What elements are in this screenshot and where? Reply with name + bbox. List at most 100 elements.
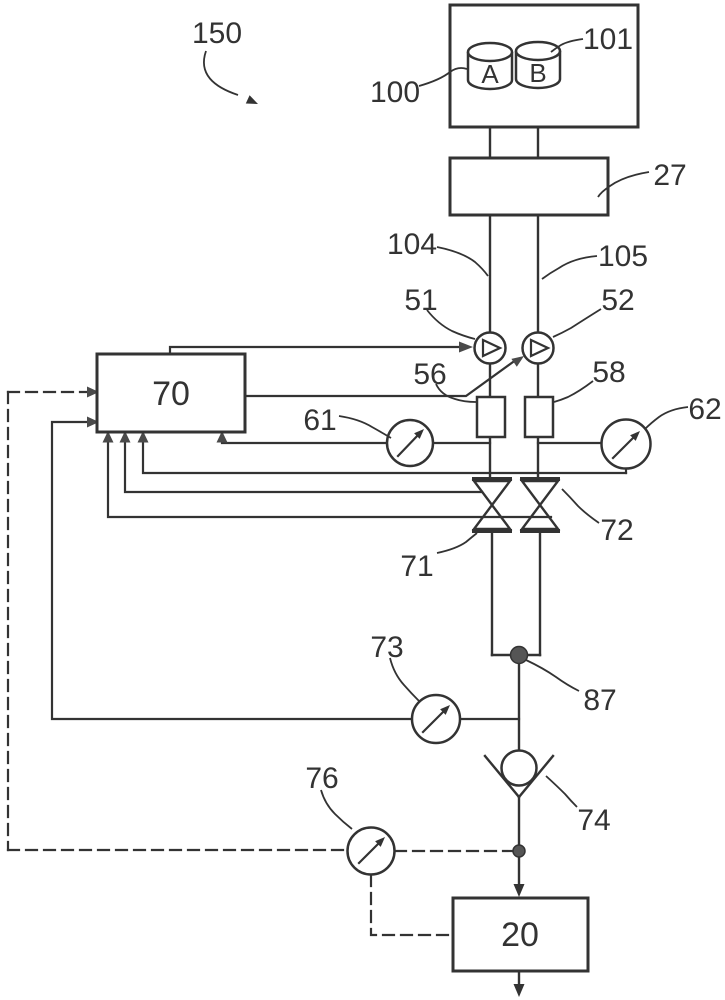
gauge-outlet [346,826,396,876]
label-76: 76 [305,762,338,795]
signal-gauge-mix [50,420,414,721]
leader-71 [436,532,478,554]
label-87: 87 [583,684,616,717]
cylinder-b-letter: B [529,58,546,88]
leader-58 [553,380,594,403]
signal-lines [6,341,628,937]
ctrl-arrow-left-dashed [87,386,99,398]
cylinder-a-body [466,52,514,91]
check-valve-seat-left [483,754,521,799]
leader-100 [418,67,468,87]
leader-lines [203,38,689,830]
reference-labels: 150 100 101 27 104 105 51 52 56 58 61 62… [192,17,722,837]
check-valve-seat-right [517,754,555,799]
flow-arrow-outlet-exit [513,984,525,997]
label-72: 72 [600,514,633,547]
ctrl-line-pump-a [168,345,461,356]
label-74: 74 [577,804,610,837]
leader-150 [203,50,239,96]
ctrl-arrow-left-solid [87,416,99,428]
gauge-a-needle-tip [414,429,424,439]
leader-61 [338,415,392,439]
unit-a-box [475,395,507,439]
gauge-a [385,418,435,468]
ctrl-arrow-in-3 [137,431,149,443]
pipes [488,88,542,997]
label-51: 51 [404,284,437,317]
valve-b-upper-triangle [519,479,561,507]
gauge-a-needle-icon [396,432,421,458]
leader-52 [552,308,602,338]
controller-box [95,352,247,434]
leader-56 [435,383,477,403]
outlet-label: 20 [501,916,539,954]
leader-72 [561,488,600,524]
gauge-b-needle-icon [611,434,637,460]
gauge-mix-needle-icon [421,708,447,734]
valve-a [471,477,513,533]
label-61: 61 [303,404,336,437]
ctrl-arrow-pump-b [511,356,524,367]
cylinder-b-body [514,51,562,90]
ctrl-arrow-pump-a [459,341,473,353]
leader-101 [550,38,584,53]
leader-74 [545,775,578,808]
leader-76 [320,789,353,830]
cylinder-a-top [466,41,514,63]
dashed-gauge-to-outlet-box [369,873,454,937]
conditioning-box [448,156,610,217]
gauge-mix-needle-tip [440,705,450,715]
valve-b [519,477,561,533]
label-56: 56 [413,358,446,391]
label-73: 73 [370,631,403,664]
signal-gauge-b [141,429,628,475]
unit-b-box [523,395,555,439]
flow-arrow-into-outlet [513,884,525,897]
gauge-outlet-needle-icon [357,840,382,865]
label-52: 52 [601,284,634,317]
controller-label: 70 [152,375,190,413]
ctrl-line-valve-b [106,429,553,519]
gauge-mix [410,693,462,745]
cylinder-b-top [514,40,562,62]
pump-b [521,331,555,365]
leader-27 [597,171,650,198]
junction-dot [509,645,529,665]
gauge-b [600,418,652,470]
leader-62 [644,406,689,430]
leader-51 [426,309,476,340]
leader-73 [389,657,420,702]
valve-a-upper-triangle [471,479,513,507]
label-101: 101 [583,23,633,56]
label-58: 58 [592,356,625,389]
pump-b-triangle-icon [529,338,551,358]
gauge-b-needle-tip [630,431,640,441]
ctrl-line-pump-b [243,360,515,398]
label-100: 100 [370,76,420,109]
leader-150-arrowhead [245,95,258,104]
ctrl-line-valve-a [123,429,484,494]
check-valve-ball [500,749,538,787]
ctrl-arrow-in-1 [102,431,114,443]
label-150: 150 [192,17,242,50]
label-62: 62 [688,393,721,426]
leader-105 [541,255,598,280]
leader-87 [525,659,580,692]
cylinder-a: A [466,41,514,91]
ctrl-arrow-in-2 [119,431,131,443]
label-71: 71 [400,550,433,583]
check-valve [483,749,555,799]
pump-a-triangle-icon [481,338,503,358]
leader-104 [436,246,489,277]
label-105: 105 [598,240,648,273]
pump-a [473,331,507,365]
cylinder-a-letter: A [481,59,499,89]
ctrl-arrow-in-4 [216,431,228,443]
outlet-tap-dot [512,844,526,858]
gauge-outlet-needle-tip [375,837,385,847]
outlet-box [451,896,590,973]
label-104: 104 [387,228,437,261]
cylinder-b: B [514,40,562,90]
